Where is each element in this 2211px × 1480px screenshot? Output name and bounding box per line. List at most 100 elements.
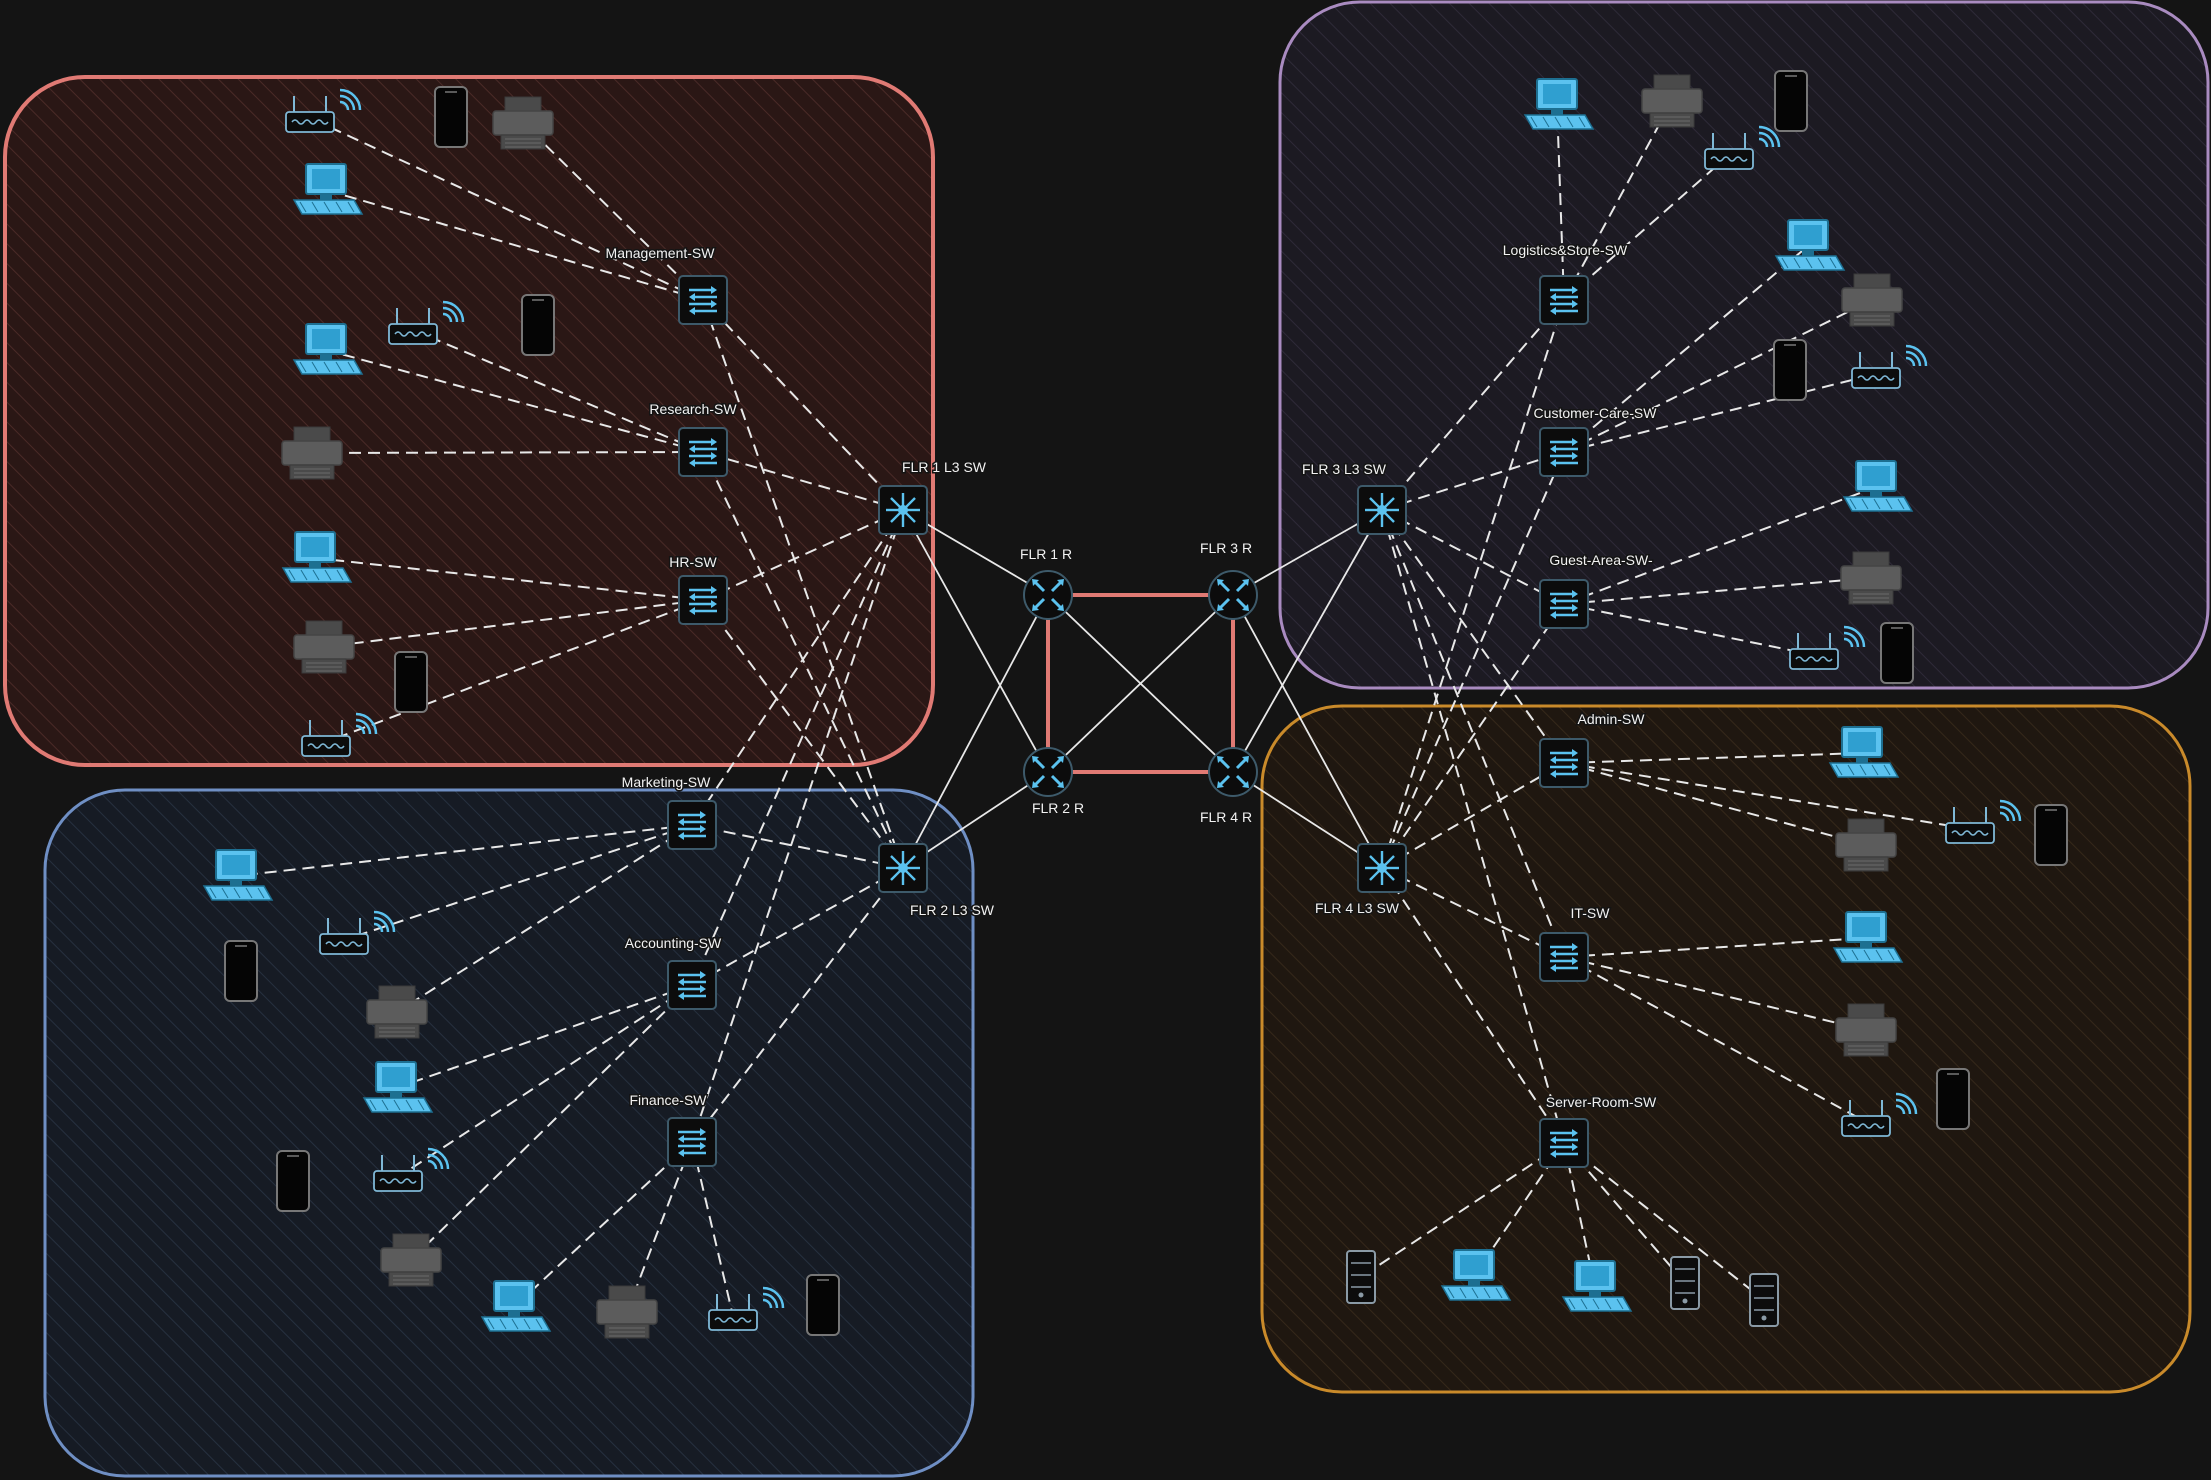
access-switch-label: Customer-Care-SW [1534,405,1658,421]
endpoint-link [325,349,704,453]
l3-access-link [1381,299,1565,869]
switch-icon[interactable] [678,575,728,625]
switch-icon[interactable] [1539,275,1589,325]
printer-icon[interactable] [281,426,343,480]
access-switch-label: Research-SW [649,401,737,417]
access-point-icon[interactable] [301,712,378,757]
access-switch-label: Guest-Area-SW- [1549,552,1653,568]
endpoint-link [1563,956,1867,1123]
access-point-icon[interactable] [388,300,465,345]
l3-switch-icon[interactable] [878,485,928,535]
pc-icon[interactable] [1523,78,1595,130]
router-icon[interactable] [1023,747,1073,797]
phone-icon[interactable] [1936,1068,1970,1130]
pc-icon[interactable] [480,1280,552,1332]
pc-icon[interactable] [292,323,364,375]
router-icon[interactable] [1208,747,1258,797]
router-icon[interactable] [1023,570,1073,620]
access-switch-label: IT-SW [1571,905,1611,921]
l3-access-link [1381,509,1565,958]
l3-access-link [1381,867,1565,958]
endpoint-link [235,824,693,877]
endpoint-link [1563,752,1863,764]
floor-zones [3,0,2210,1478]
switch-icon[interactable] [1539,1118,1589,1168]
phone-icon[interactable] [224,940,258,1002]
endpoint-link [1563,956,1867,1031]
phone-icon[interactable] [434,86,468,148]
l3-access-link [691,824,904,869]
pc-icon[interactable] [1828,726,1900,778]
router-label: FLR 1 R [1020,546,1072,562]
pc-icon[interactable] [1440,1249,1512,1301]
printer-icon[interactable] [1835,818,1897,872]
pc-icon[interactable] [362,1061,434,1113]
l3-switch-icon[interactable] [1357,485,1407,535]
server-icon[interactable] [1346,1250,1376,1304]
access-point-icon[interactable] [1841,1092,1918,1137]
pc-icon[interactable] [202,849,274,901]
phone-icon[interactable] [1773,339,1807,401]
phone-icon[interactable] [394,651,428,713]
printer-icon[interactable] [1641,74,1703,128]
access-point-icon[interactable] [1945,799,2022,844]
phone-icon[interactable] [806,1274,840,1336]
l3-switch-icon[interactable] [1357,843,1407,893]
printer-icon[interactable] [492,96,554,150]
printer-icon[interactable] [1840,551,1902,605]
printer-icon[interactable] [380,1233,442,1287]
pc-icon[interactable] [1842,460,1914,512]
phone-icon[interactable] [1880,622,1914,684]
l3-switch-icon[interactable] [878,843,928,893]
router-label: FLR 4 R [1200,809,1252,825]
printer-icon[interactable] [596,1285,658,1339]
access-point-icon[interactable] [1704,125,1781,170]
switch-icon[interactable] [1539,738,1589,788]
printer-icon[interactable] [366,985,428,1039]
endpoint-link [311,451,704,454]
printer-icon[interactable] [1841,273,1903,327]
l3-access-link [1381,509,1565,1144]
access-point-icon[interactable] [373,1147,450,1192]
endpoint-link [1556,104,1565,301]
access-point-icon[interactable] [285,88,362,133]
phone-icon[interactable] [276,1150,310,1212]
router-icon[interactable] [1208,570,1258,620]
pc-icon[interactable] [1832,911,1904,963]
printer-icon[interactable] [293,620,355,674]
pc-icon[interactable] [1561,1260,1633,1312]
switch-icon[interactable] [1539,932,1589,982]
access-switch-label: Finance-SW [629,1092,707,1108]
switch-icon[interactable] [1539,579,1589,629]
l3-access-link [691,867,904,1143]
access-point-icon[interactable] [1789,625,1866,670]
endpoint-link [309,117,704,301]
switch-icon[interactable] [1539,427,1589,477]
access-switch-label: Accounting-SW [625,935,722,951]
phone-icon[interactable] [521,294,555,356]
router-link [1047,594,1234,773]
switch-icon[interactable] [678,275,728,325]
phone-icon[interactable] [2034,804,2068,866]
endpoint-link [395,984,693,1089]
access-point-icon[interactable] [708,1286,785,1331]
phone-icon[interactable] [1774,70,1808,132]
endpoint-link [325,599,704,743]
router-link [1232,594,1383,869]
access-point-icon[interactable] [319,910,396,955]
access-point-icon[interactable] [1851,344,1928,389]
pc-icon[interactable] [1774,219,1846,271]
pc-icon[interactable] [292,163,364,215]
printer-icon[interactable] [1835,1003,1897,1057]
pc-icon[interactable] [281,531,353,583]
server-icon[interactable] [1749,1273,1779,1327]
switch-icon[interactable] [667,1117,717,1167]
switch-icon[interactable] [667,800,717,850]
access-switch-label: Management-SW [606,245,716,261]
server-icon[interactable] [1670,1256,1700,1310]
endpoint-link [314,557,704,601]
endpoint-link [626,1141,693,1313]
switch-icon[interactable] [667,960,717,1010]
switch-icon[interactable] [678,427,728,477]
